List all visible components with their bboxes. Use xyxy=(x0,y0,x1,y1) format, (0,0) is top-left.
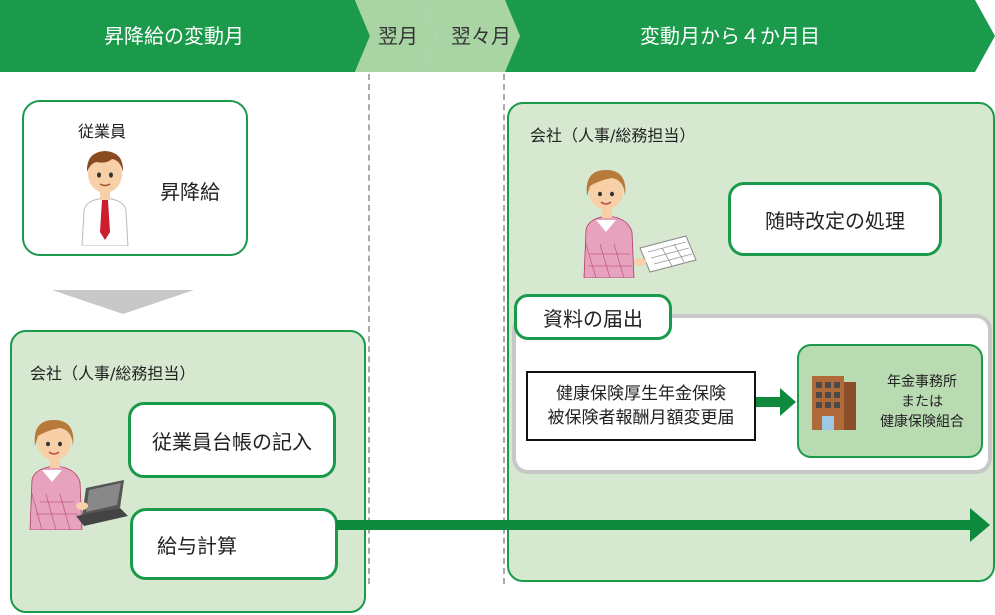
timeline-arrow-icon xyxy=(336,508,990,542)
header-band xyxy=(0,0,995,72)
office-building-icon xyxy=(812,376,856,430)
separator-line-2 xyxy=(503,74,505,584)
header-label-fourth-month: 変動月から４か月目 xyxy=(640,24,820,48)
header-label-next-month: 翌月 xyxy=(378,24,418,48)
submit-arrow-icon xyxy=(756,388,796,416)
employee-label: 従業員 xyxy=(78,122,127,141)
form-line-1: 健康保険厚生年金保険 xyxy=(556,384,726,404)
header-segment-4 xyxy=(505,0,995,72)
female-staff-document-icon xyxy=(583,170,697,278)
raise-label: 昇降給 xyxy=(160,180,220,204)
header-label-change-month: 昇降給の変動月 xyxy=(104,24,244,48)
female-staff-laptop-icon xyxy=(29,420,128,530)
employee-box xyxy=(22,100,248,256)
revision-process-box: 随時改定の処理 xyxy=(728,182,942,256)
male-employee-icon xyxy=(81,151,129,246)
destination-text: 年金事務所 または 健康保険組合 xyxy=(866,372,978,432)
separator-line-1 xyxy=(368,74,370,584)
company-right-title: 会社（人事/総務担当） xyxy=(530,126,696,145)
company-left-title: 会社（人事/総務担当） xyxy=(30,364,196,383)
payroll-calc-box: 給与計算 xyxy=(130,508,338,580)
header-segment-2 xyxy=(355,0,436,72)
destination-line-3: 健康保険組合 xyxy=(880,414,964,430)
change-notification-form: 健康保険厚生年金保険 被保険者報酬月額変更届 xyxy=(526,371,756,441)
submission-tab: 資料の届出 xyxy=(514,294,672,340)
header-label-month-after-next: 翌々月 xyxy=(451,24,511,48)
header-segment-3 xyxy=(421,0,520,72)
ledger-entry-box: 従業員台帳の記入 xyxy=(128,402,336,478)
header-segment-1 xyxy=(0,0,370,72)
form-line-2: 被保険者報酬月額変更届 xyxy=(547,408,735,428)
destination-line-1: 年金事務所 xyxy=(887,374,957,390)
destination-line-2: または xyxy=(901,394,943,410)
down-arrow-icon xyxy=(52,290,194,314)
